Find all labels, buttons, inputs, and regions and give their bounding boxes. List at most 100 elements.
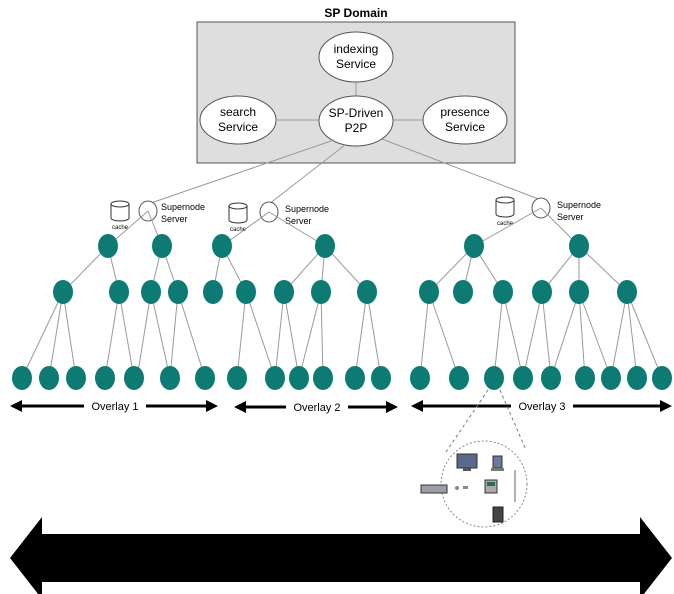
tree-edge (541, 291, 552, 379)
sp-driven-p2p-node: SP-Driven P2P (318, 95, 394, 147)
tree-edge (104, 291, 120, 379)
tree-edge (502, 291, 524, 379)
tree-edge (578, 245, 628, 293)
tree-edge (550, 291, 580, 379)
tree-root-node (569, 234, 589, 258)
svg-text:cache: cache (112, 225, 129, 231)
svg-text:cache: cache (497, 221, 514, 227)
cache-icon (110, 200, 130, 222)
supernode-1: cache Supernode Server (110, 200, 205, 231)
tree-edge (298, 291, 322, 379)
tree-leaf-node (227, 366, 247, 390)
tree-leaf-node (627, 366, 647, 390)
tree-leaf-node (652, 366, 672, 390)
tree-leaf-node (371, 366, 391, 390)
tree-edge (268, 211, 326, 247)
svg-text:Overlay 2: Overlay 2 (293, 402, 340, 414)
presence-service-node: presence Service (422, 95, 508, 145)
domain-to-supernode-links (147, 138, 542, 205)
tree-mid-node (203, 280, 223, 304)
cache-icon (495, 196, 515, 218)
tree-edge (522, 291, 543, 379)
tree-edge (118, 291, 135, 379)
tree-edge (283, 291, 300, 379)
tree-edge (177, 291, 206, 379)
tree-edge (578, 291, 612, 379)
tree-mid-node (53, 280, 73, 304)
tree-edge (578, 291, 586, 379)
tree-leaf-node (195, 366, 215, 390)
banner-text: SP Driven P2P for IPTV Service delivery (124, 546, 558, 572)
svg-text:Supernode: Supernode (161, 202, 205, 212)
tree-leaf-node (289, 366, 309, 390)
tree-edge (473, 207, 542, 247)
tree-edge (150, 291, 171, 379)
tree-leaf-node (265, 366, 285, 390)
tree-edge (136, 291, 152, 379)
indexing-service-node: indexing Service (318, 31, 394, 83)
tree-nodes (12, 234, 672, 390)
tree-edge (274, 291, 285, 379)
svg-text:cache: cache (230, 227, 247, 233)
tree-root-node (315, 234, 335, 258)
search-service-node: search Service (199, 95, 277, 145)
tree-mid-node (168, 280, 188, 304)
svg-text:Overlay 1: Overlay 1 (91, 401, 138, 413)
tree-leaf-node (541, 366, 561, 390)
supernode-2: cache Supernode Server (228, 201, 329, 233)
tree-mid-node (453, 280, 473, 304)
svg-text:Overlay 3: Overlay 3 (518, 401, 565, 413)
tree-mid-node (617, 280, 637, 304)
tree-leaf-node (160, 366, 180, 390)
svg-text:Server: Server (161, 214, 188, 224)
tree-edge (320, 291, 324, 379)
tree-mid-node (569, 280, 589, 304)
tree-edge (354, 291, 368, 379)
svg-text:Service: Service (218, 120, 258, 134)
svg-text:Supernode: Supernode (285, 204, 329, 214)
tree-edge (62, 291, 77, 379)
tree-leaf-node (12, 366, 32, 390)
svg-text:indexing: indexing (334, 42, 379, 56)
svg-text:Server: Server (557, 212, 584, 222)
svg-text:Service: Service (445, 120, 485, 134)
tree-mid-node (311, 280, 331, 304)
tree-root-node (152, 234, 172, 258)
svg-text:Service: Service (336, 57, 376, 71)
home-equipment-zoom (420, 389, 528, 528)
tree-edge (169, 291, 179, 379)
banner-arrow: SP Driven P2P for IPTV Service delivery (10, 517, 672, 594)
set-top-box-icon (420, 484, 448, 494)
sp-domain-title: SP Domain (324, 6, 387, 20)
tree-root-node (212, 234, 232, 258)
overlay-1-arrow: Overlay 1 (10, 399, 218, 413)
tree-mid-node (493, 280, 513, 304)
tree-edge (428, 291, 460, 379)
svg-text:P2P: P2P (345, 121, 368, 135)
tree-leaf-node (449, 366, 469, 390)
svg-text:Server: Server (285, 216, 312, 226)
tree-mid-node (141, 280, 161, 304)
tree-leaf-node (95, 366, 115, 390)
overlay-2-arrow: Overlay 2 (234, 400, 398, 414)
tree-mid-node (419, 280, 439, 304)
tree-mid-node (236, 280, 256, 304)
tree-root-node (464, 234, 484, 258)
supernode-3: cache Supernode Server (495, 196, 601, 227)
tree-leaf-node (124, 366, 144, 390)
tree-leaf-node (66, 366, 86, 390)
tree-root-node (98, 234, 118, 258)
tree-edge (236, 291, 247, 379)
small-device-icons (455, 470, 516, 502)
tree-mid-node (357, 280, 377, 304)
tree-leaf-node (313, 366, 333, 390)
tree-mid-node (109, 280, 129, 304)
tree-leaf-node (39, 366, 59, 390)
svg-text:SP-Driven: SP-Driven (329, 106, 384, 120)
tv-monitor-icon (456, 453, 478, 471)
tree-edge (245, 291, 276, 379)
cache-icon (228, 202, 248, 224)
overlay-3-arrow: Overlay 3 (411, 399, 672, 413)
tree-edge (48, 291, 64, 379)
